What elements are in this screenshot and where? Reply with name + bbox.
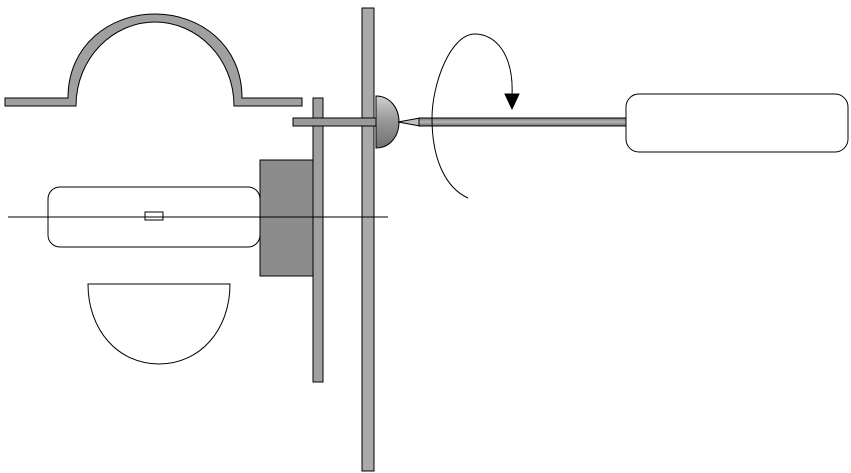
lamp-socket [259, 159, 314, 277]
rotation-arc [431, 33, 513, 199]
lamp-bracket [312, 97, 324, 383]
reflector-arch [4, 13, 303, 107]
screwdriver-handle [625, 93, 849, 153]
main-panel [361, 7, 375, 472]
adjustment-knob [375, 95, 400, 149]
lower-reflector [87, 283, 231, 365]
lamp-filament [144, 211, 164, 221]
rotation-arrow-icon [504, 93, 520, 111]
screwdriver-shaft [418, 117, 627, 127]
screwdriver-tip [397, 117, 421, 127]
adjustment-shaft [292, 117, 378, 127]
